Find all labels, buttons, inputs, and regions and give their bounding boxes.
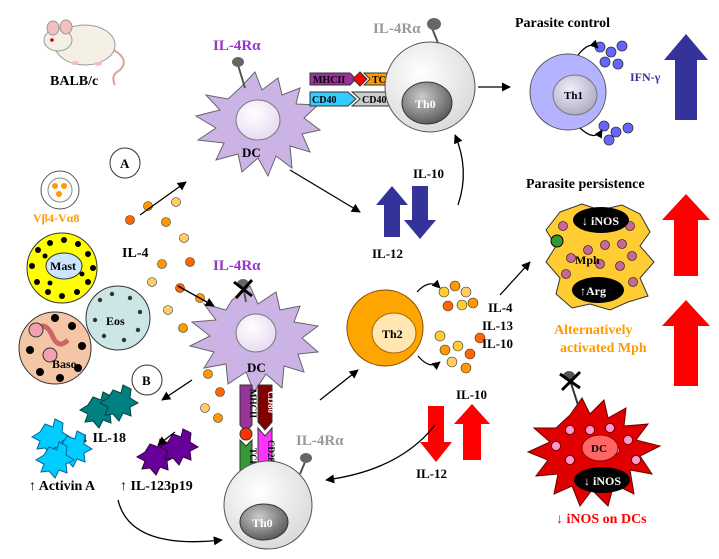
cd80-label: CD80: [266, 391, 276, 413]
inos-mph-label: ↓ iNOS: [582, 214, 619, 228]
path-b-marker: [131, 364, 163, 396]
th2-cytokine-dots: [434, 280, 486, 374]
cd40-label: CD40: [312, 95, 336, 106]
path-a-marker: [109, 147, 141, 179]
activin-label: ↑ Activin A: [29, 479, 96, 494]
il4ra-th0-top-label: IL-4Rα: [373, 21, 421, 37]
il10-down-arrow-top: [404, 186, 436, 239]
th2-il4-label: IL-4: [488, 300, 513, 315]
persistence-up-arrow-bottom: [662, 300, 710, 386]
th2-release-arrow-top: [416, 279, 441, 293]
ifn-gamma-dots: [594, 40, 634, 146]
inos-on-dcs-label: ↓ iNOS on DCs: [556, 512, 647, 527]
il12-top-label: IL-12: [372, 246, 403, 261]
th0-bottom-label: Th0: [252, 516, 273, 530]
pathway-arrows: [117, 82, 531, 546]
mouse-icon: [43, 19, 125, 86]
th1-label: Th1: [564, 90, 583, 102]
baso-label: Baso: [52, 357, 77, 371]
il12-up-arrow-top: [376, 186, 408, 237]
tcr-top-label: TCR: [372, 75, 394, 86]
il10-top-label: IL-10: [413, 166, 444, 181]
mph-parasites: [558, 221, 638, 287]
parasite-persistence-label: Parasite persistence: [526, 177, 645, 192]
cd28-label: CD28: [266, 440, 276, 462]
mhcii-bottom-label: MHCII: [248, 389, 258, 418]
vb4-cell: [40, 170, 80, 210]
inos-dc-label: ↓ iNOS: [584, 474, 621, 488]
il4ra-top-label: IL-4Rα: [213, 38, 261, 54]
dc-top-label: DC: [242, 145, 261, 160]
mast-label: Mast: [50, 259, 76, 273]
ifn-label: IFN-γ: [630, 70, 661, 84]
mph-label: Mph: [575, 253, 600, 267]
il12-down-arrow-bottom: [420, 406, 452, 462]
parasite-control-label: Parasite control: [515, 16, 610, 31]
th0-cell-bottom: [223, 453, 313, 550]
dc-secreted-dots: [200, 369, 225, 423]
dc-mid-label: DC: [247, 360, 266, 375]
il123-label: ↑ IL-123p19: [120, 479, 193, 494]
il4-label: IL-4: [122, 246, 148, 261]
path-b-label: B: [142, 373, 151, 388]
il123-stars: [135, 428, 200, 476]
il10-bottom-label: IL-10: [456, 387, 487, 402]
alternatively-activated-macrophage: [545, 203, 655, 311]
il18-stars: [78, 384, 140, 429]
th2-release-arrow-bottom: [417, 355, 441, 370]
th2-il13-label: IL-13: [482, 318, 514, 333]
alt-activated-line1: Alternatively: [554, 323, 633, 338]
th0-top-label: Th0: [415, 97, 436, 111]
arg-label: ↑Arg: [580, 284, 606, 298]
il4ra-mid-label: IL-4Rα: [213, 258, 261, 274]
ifn-release-arrow-top: [577, 39, 599, 56]
alt-activated-line2: activated Mph: [560, 341, 647, 356]
cd40l-label: CD40L: [362, 95, 393, 106]
th2-il10-label: IL-10: [482, 336, 513, 351]
path-a-label: A: [120, 156, 130, 171]
ifn-release-arrow-bottom: [579, 127, 603, 139]
il18-label: ↓ IL-18: [82, 431, 126, 446]
th2-cell: [346, 289, 424, 367]
mast-cell: [26, 232, 98, 304]
dendritic-cell-top: [194, 57, 322, 178]
red-dc-label: DC: [591, 443, 607, 455]
tcr-bottom-label: TCR: [248, 448, 258, 468]
activin-stars: [30, 418, 94, 479]
basophil-cell: [18, 311, 92, 385]
mhcii-top-label: MHCII: [313, 75, 345, 86]
persistence-up-arrow-top: [662, 194, 710, 276]
mouse-strain-label: BALB/c: [50, 74, 98, 89]
eosinophil-cell: [85, 285, 151, 351]
th2-label: Th2: [382, 327, 403, 341]
il12-bottom-label: IL-12: [416, 466, 447, 481]
th0-cell-top: [384, 18, 476, 133]
th1-cell: [529, 53, 607, 131]
vb4-label: Vβ4-Vα8: [33, 211, 79, 225]
dendritic-cell-middle: [188, 279, 320, 394]
eos-label: Eos: [106, 314, 125, 328]
il10-up-arrow-bottom: [454, 404, 490, 460]
ifn-up-arrow: [664, 34, 708, 120]
il4ra-bottom-label: IL-4Rα: [296, 433, 344, 449]
